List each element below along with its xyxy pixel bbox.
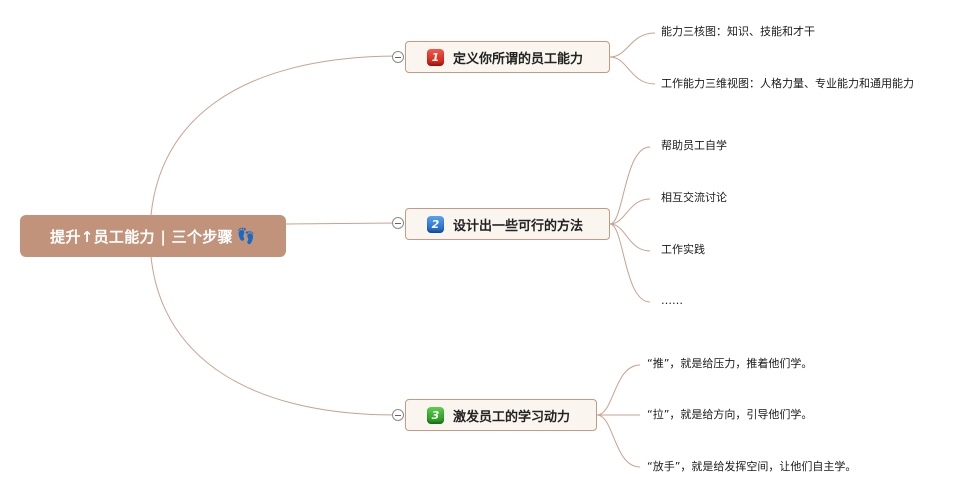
leaf-topic[interactable]: 能力三核图：知识、技能和才干 (661, 25, 815, 38)
connector-root-branch-3 (149, 235, 401, 416)
root-topic[interactable]: 提升↑员工能力 | 三个步骤 👣 (20, 215, 286, 257)
connector-branch-2-leaf-3 (609, 223, 651, 252)
footprints-icon: 👣 (236, 227, 256, 245)
connector-branch-3-leaf-1 (596, 364, 641, 416)
branch-topic-2[interactable]: 2 设计出一些可行的方法 (405, 208, 610, 240)
branch-topic-3[interactable]: 3 激发员工的学习动力 (405, 399, 597, 431)
collapse-toggle-branch-1[interactable] (392, 51, 404, 63)
leaf-topic[interactable]: 工作实践 (661, 243, 705, 256)
connector-branch-1-leaf-1 (609, 32, 656, 58)
leaf-topic[interactable]: “推”，就是给压力，推着他们学。 (647, 357, 813, 370)
root-title: 提升↑员工能力 | 三个步骤 (50, 227, 233, 246)
priority-2-icon: 2 (427, 215, 444, 233)
connector-root-branch-2 (285, 222, 401, 225)
connector-root-branch-1 (149, 55, 401, 237)
branch-topic-1[interactable]: 1 定义你所谓的员工能力 (405, 41, 610, 73)
priority-3-icon: 3 (427, 406, 444, 424)
leaf-topic[interactable]: “放手”，就是给发挥空间，让他们自主学。 (647, 460, 857, 473)
connector-branch-1-leaf-2 (609, 56, 656, 85)
leaf-topic[interactable]: 相互交流讨论 (661, 191, 727, 204)
leaf-topic[interactable]: 帮助员工自学 (661, 139, 727, 152)
leaf-topic[interactable]: 工作能力三维视图：人格力量、专业能力和通用能力 (661, 77, 914, 90)
connector-branch-2-leaf-2 (609, 198, 651, 225)
leaf-topic[interactable]: …… (661, 294, 683, 307)
connector-branch-2-leaf-1 (609, 146, 651, 225)
collapse-toggle-branch-2[interactable] (392, 217, 404, 229)
branch-3-title: 激发员工的学习动力 (453, 409, 571, 425)
connector-branch-3-leaf-3 (596, 414, 641, 468)
branch-1-title: 定义你所谓的员工能力 (453, 51, 584, 67)
branch-2-title: 设计出一些可行的方法 (453, 218, 584, 234)
collapse-toggle-branch-3[interactable] (392, 409, 404, 421)
priority-1-icon: 1 (427, 48, 444, 66)
leaf-topic[interactable]: “拉”，就是给方向，引导他们学。 (647, 408, 813, 421)
connector-branch-2-leaf-4 (609, 223, 651, 303)
